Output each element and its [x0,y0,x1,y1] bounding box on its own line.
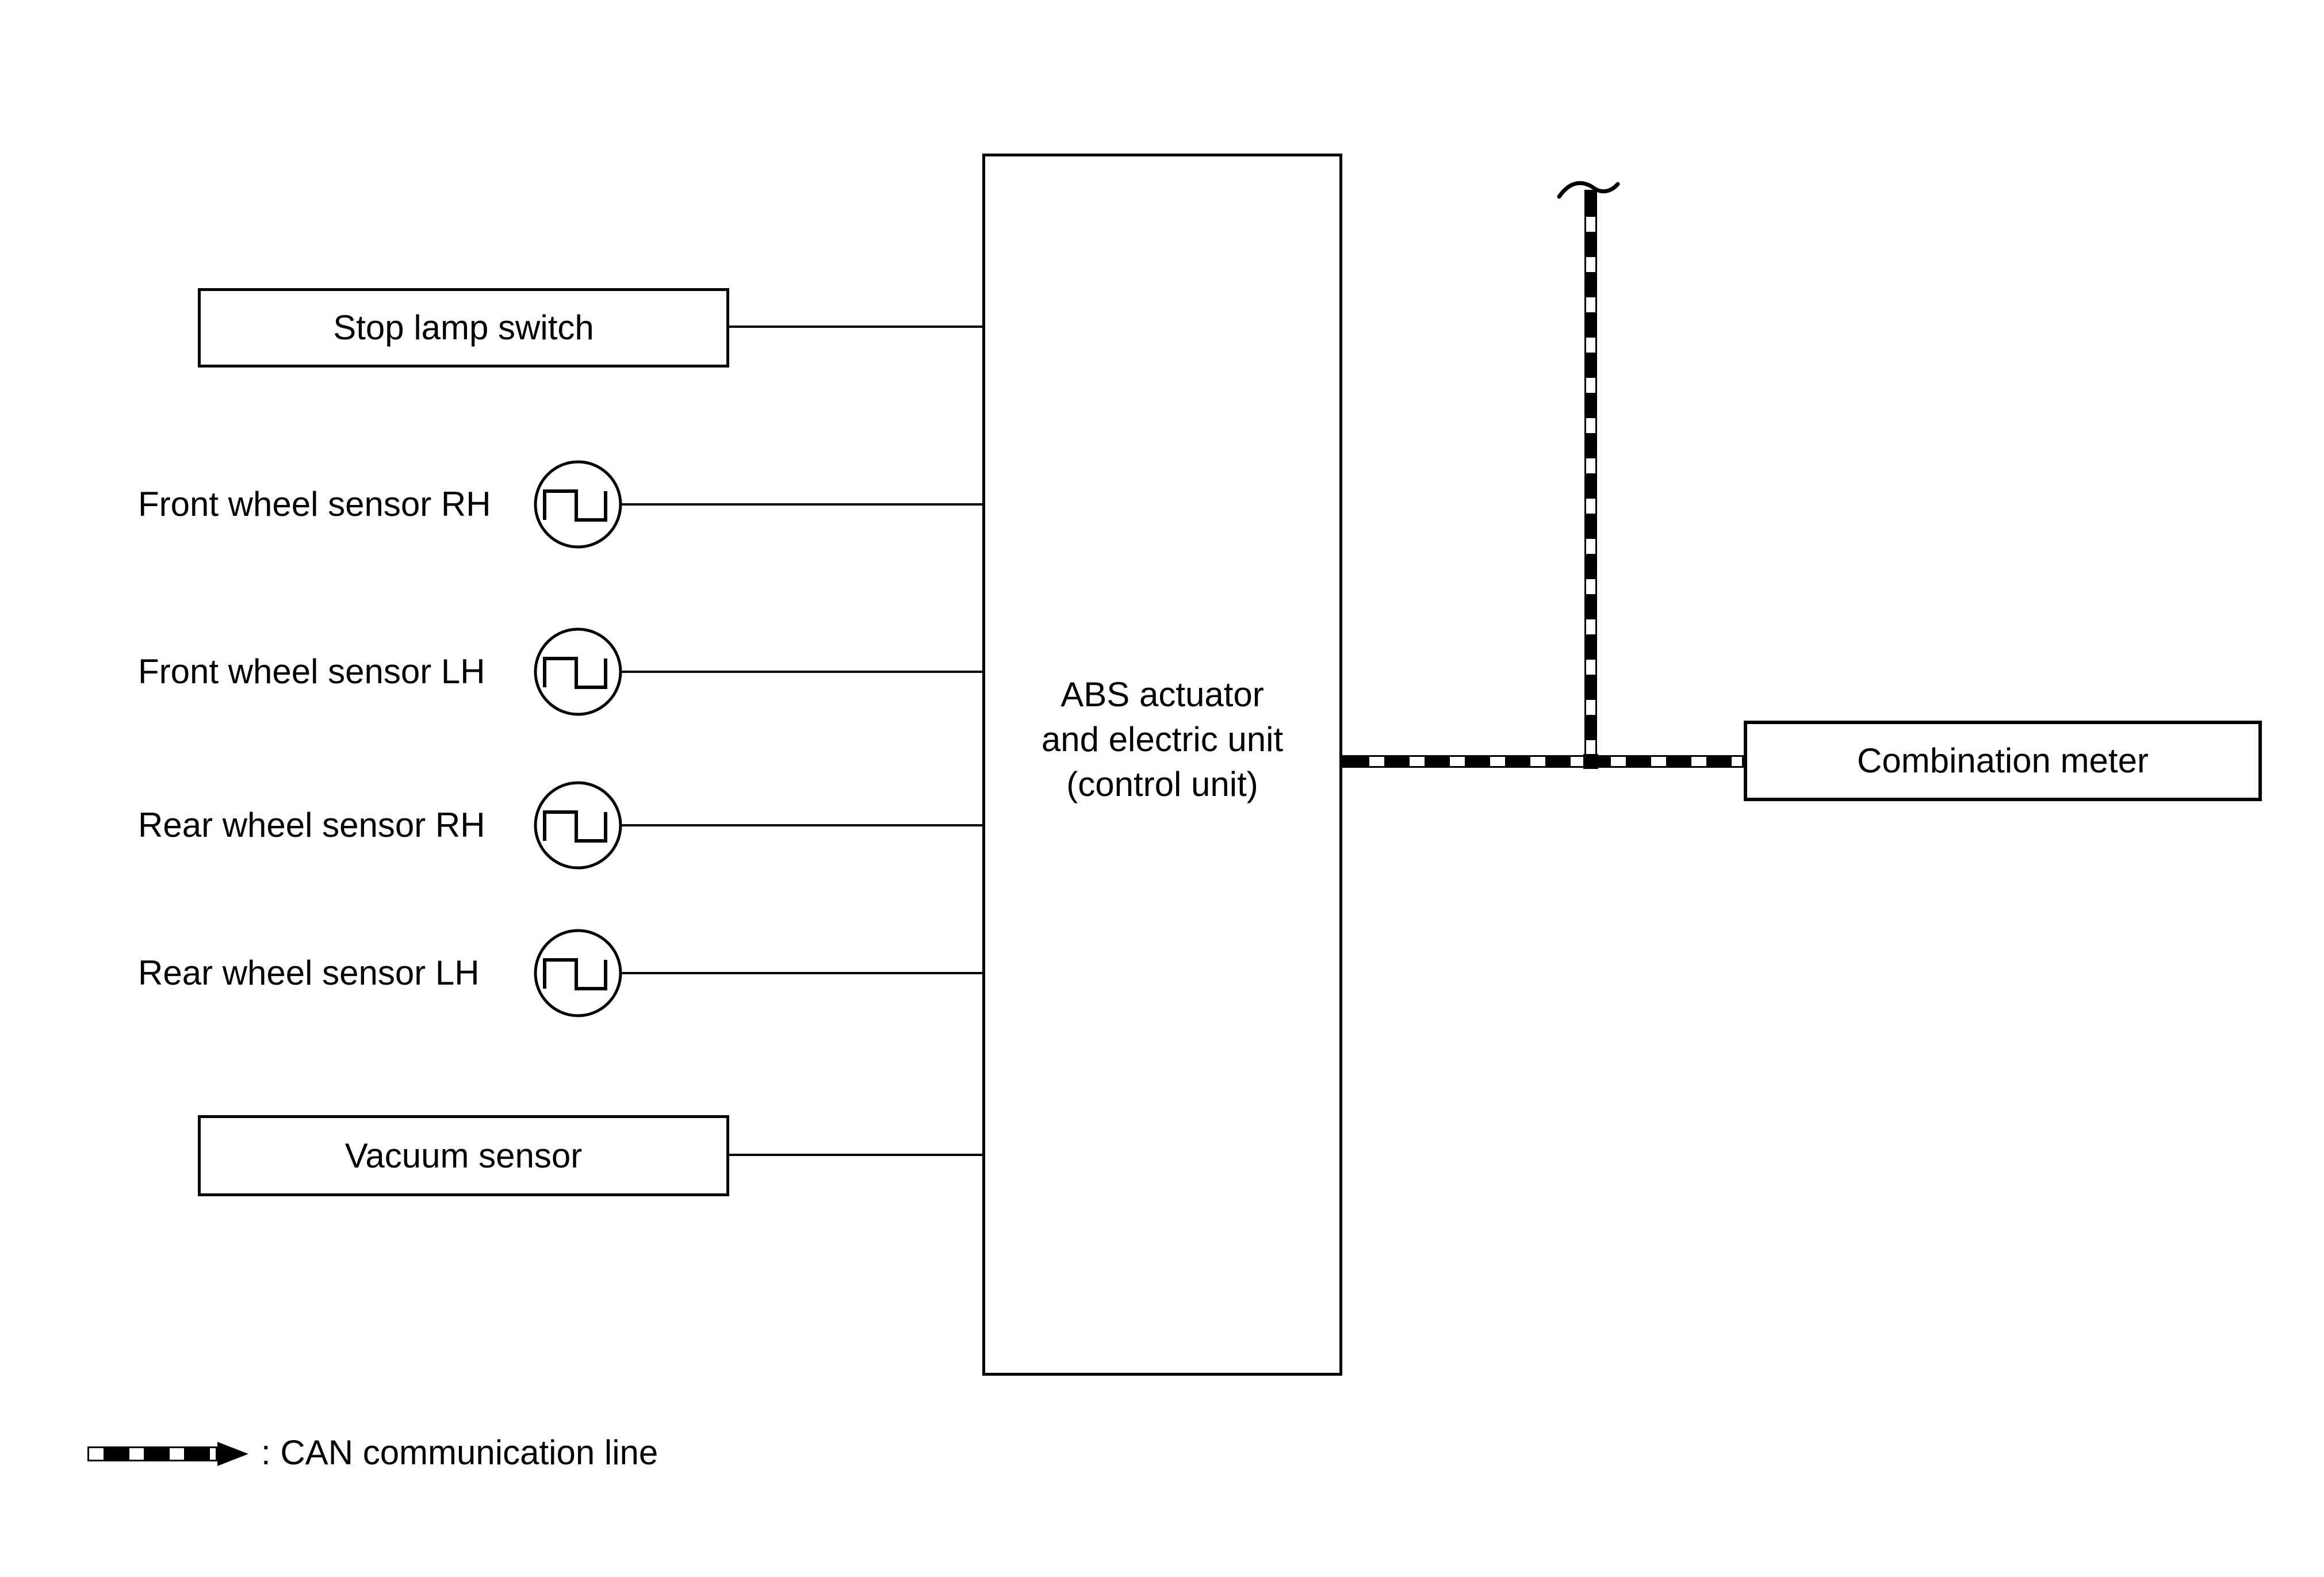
can-line-junction [1583,754,1598,769]
legend-label: : CAN communication line [261,1433,658,1472]
connector-rear-rh-to-abs [621,824,982,826]
stop-lamp-switch-label: Stop lamp switch [333,308,594,347]
square-wave-sensor-icon [534,929,622,1017]
rear-wheel-sensor-lh-label: Rear wheel sensor LH [138,954,480,992]
front-wheel-sensor-lh-label: Front wheel sensor LH [138,652,485,691]
can-line-legend-swatch [87,1446,217,1461]
connector-vacuum-to-abs [729,1154,982,1156]
connector-front-rh-to-abs [621,503,982,506]
stop-lamp-switch-box: Stop lamp switch [198,288,729,368]
abs-actuator-label-line2: and electric unit [1041,720,1284,759]
connector-front-lh-to-abs [621,671,982,673]
vacuum-sensor-label: Vacuum sensor [344,1136,583,1175]
combination-meter-box: Combination meter [1744,721,2262,801]
rear-wheel-sensor-rh-label: Rear wheel sensor RH [138,806,485,844]
front-wheel-sensor-rh-label: Front wheel sensor RH [138,485,491,523]
vacuum-sensor-box: Vacuum sensor [198,1115,729,1196]
connector-rear-lh-to-abs [621,972,982,974]
can-line-break-squiggle-icon [1557,181,1620,199]
square-wave-sensor-icon [534,781,622,870]
connector-stop-lamp-to-abs [729,326,982,328]
abs-actuator-label-line3: (control unit) [1066,765,1258,803]
abs-actuator-label: ABS actuator and electric unit (control … [982,672,1342,807]
arrowhead-icon [217,1442,248,1466]
can-line-horizontal [1342,755,1744,768]
abs-actuator-box [982,154,1342,1376]
combination-meter-label: Combination meter [1857,741,2149,780]
abs-actuator-label-line1: ABS actuator [1060,675,1264,714]
can-line-vertical [1584,190,1597,768]
square-wave-sensor-icon [534,460,622,549]
square-wave-sensor-icon [534,627,622,716]
